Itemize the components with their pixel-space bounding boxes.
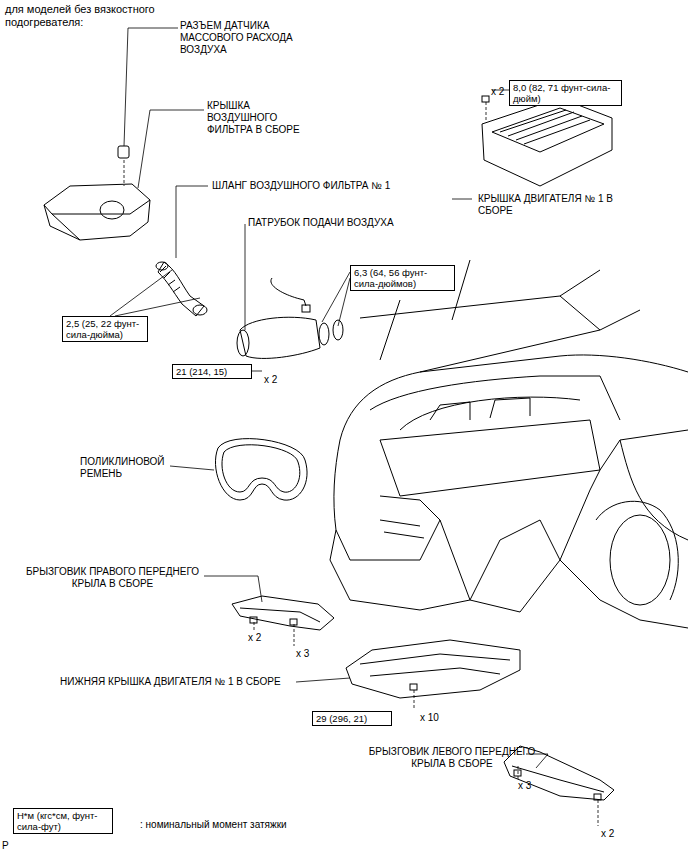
rh-fender-shield	[232, 596, 334, 630]
part-name: КРЫШКА ДВИГАТЕЛЯ № 1 В СБОРЕ	[478, 193, 613, 217]
air-filter-hose	[156, 262, 207, 316]
part-name: для моделей без вязкостного подогревател…	[5, 3, 170, 29]
torque-value: 21 (214, 15)	[176, 366, 248, 377]
leader-lines	[110, 28, 598, 826]
torque-box: 8,0 (82, 71 фунт-сила-дюйм)	[509, 80, 622, 106]
quantity-label: x 2	[264, 374, 277, 386]
engine-under-cover	[346, 640, 520, 698]
quantity-label: x 3	[518, 780, 531, 792]
maf-connector	[118, 146, 129, 158]
quantity-label: P	[2, 840, 9, 852]
air-cleaner-cover	[44, 184, 150, 240]
part-name: ПОЛИКЛИНОВОЙ РЕМЕНЬ	[80, 456, 170, 480]
torque-box: 21 (214, 15)	[172, 364, 252, 379]
torque-box: 6,3 (64, 56 фунт-сила-дюймов)	[350, 265, 455, 291]
torque-box: 2,5 (25, 22 фунт-сила-дюйма)	[62, 316, 148, 342]
torque-value: 29 (296, 21)	[316, 713, 388, 724]
torque-value: 6,3 (64, 56 фунт-сила-дюймов)	[354, 267, 451, 289]
part-name: ПАТРУБОК ПОДАЧИ ВОЗДУХА	[248, 217, 394, 229]
vehicle-front	[330, 260, 688, 628]
torque-value: Н*м (кгс*см, фунт-сила-фут)	[17, 810, 109, 832]
quantity-label: x 3	[296, 648, 309, 660]
part-name: НИЖНЯЯ КРЫШКА ДВИГАТЕЛЯ № 1 В СБОРЕ	[60, 676, 281, 688]
torque-box: 29 (296, 21)	[312, 711, 392, 726]
engine-cover	[482, 96, 612, 186]
torque-value: 8,0 (82, 71 фунт-сила-дюйм)	[513, 82, 618, 104]
part-name: БРЫЗГОВИК ПРАВОГО ПЕРЕДНЕГО КРЫЛА В СБОР…	[20, 566, 205, 590]
part-name: БРЫЗГОВИК ЛЕВОГО ПЕРЕДНЕГО КРЫЛА В СБОРЕ	[368, 746, 536, 770]
part-name: : номинальный момент затяжки	[140, 819, 287, 831]
ribbed-belt	[215, 439, 307, 501]
part-name: ШЛАНГ ВОЗДУШНОГО ФИЛЬТРА № 1	[212, 180, 390, 192]
torque-value: 2,5 (25, 22 фунт-сила-дюйма)	[66, 318, 144, 340]
intake-pipe	[237, 278, 343, 374]
quantity-label: x 2	[601, 828, 614, 840]
quantity-label: x 2	[491, 86, 504, 98]
quantity-label: x 2	[248, 632, 261, 644]
legend-key-box: Н*м (кгс*см, фунт-сила-фут)	[13, 808, 113, 834]
quantity-label: x 10	[420, 712, 439, 724]
part-name: РАЗЪЕМ ДАТЧИКА МАССОВОГО РАСХОДА ВОЗДУХА	[180, 20, 298, 56]
part-name: КРЫШКА ВОЗДУШНОГО ФИЛЬТРА В СБОРЕ	[207, 100, 307, 136]
